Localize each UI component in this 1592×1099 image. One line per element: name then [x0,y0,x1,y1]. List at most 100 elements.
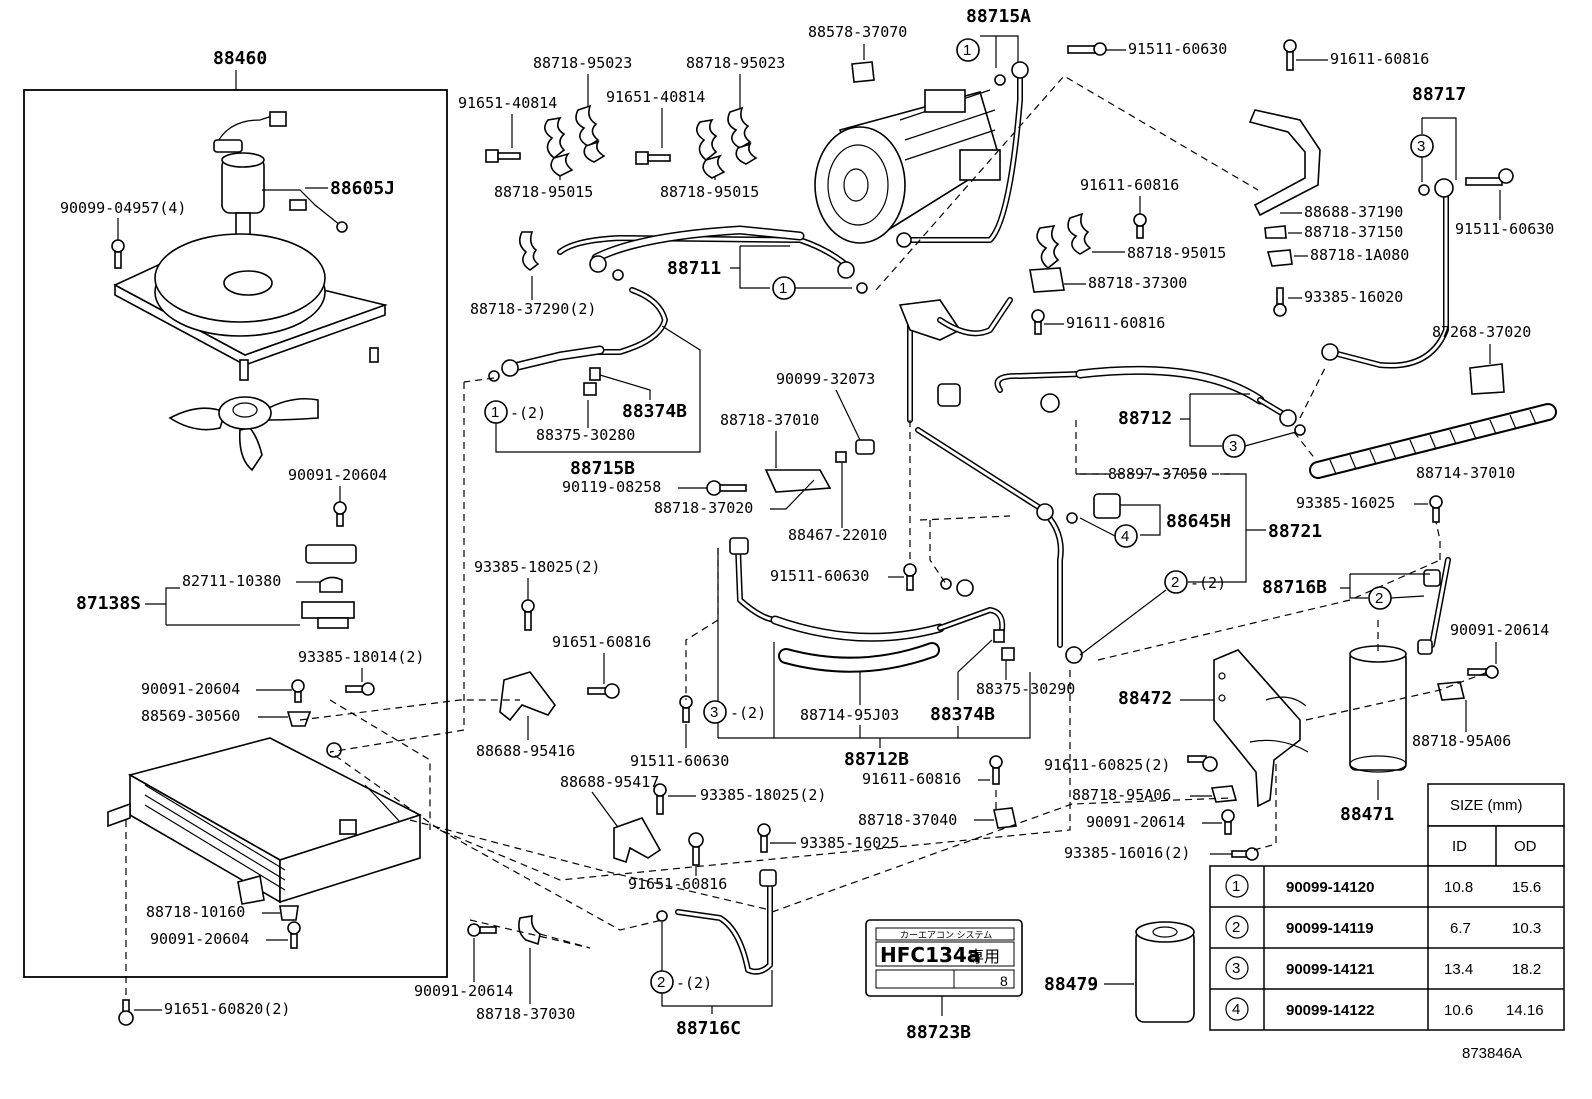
label-91611-60825: 91611-60825(2) [1044,756,1170,774]
label-91651-40814-b: 91651-40814 [606,88,705,106]
label-88716C: 88716C [676,1018,741,1039]
compressor [814,89,1001,244]
svg-text:2: 2 [1232,919,1240,936]
label-88718-95015-a: 88718-95015 [494,183,593,201]
hose-88712B [729,537,1015,661]
label-93385-18014: 93385-18014(2) [298,648,424,666]
receiver-88471 [1349,645,1407,773]
clip-88718-95A06-a [1210,785,1238,803]
fitting-88479 [1135,921,1195,1023]
label-plate-88578 [851,61,875,83]
svg-text:6.7: 6.7 [1450,920,1471,937]
label-91611-60816-c: 91611-60816 [1066,314,1165,332]
label-88718-95A06-a: 88718-95A06 [1072,786,1171,804]
label-88714-37010: 88714-37010 [1416,464,1515,482]
label-91611-60816-d: 91611-60816 [862,770,961,788]
svg-text:専用: 専用 [968,947,1000,966]
label-90091-20614-b: 90091-20614 [1086,813,1185,831]
hose-88712 [994,365,1306,436]
screw-91611-60816-d [989,755,1003,785]
label-88715B: 88715B [570,458,635,479]
bolt-91611-60816-c [1031,309,1045,335]
label-90091-20604-b: 90091-20604 [141,680,240,698]
bolt-93385-18014 [345,682,375,696]
label-91511-60630-b: 91511-60630 [1455,220,1554,238]
label-91511-60630-d: 91511-60630 [630,752,729,770]
svg-text:8: 8 [1000,973,1008,989]
label-88688-95417: 88688-95417 [560,773,659,791]
label-91511-60630-c: 91511-60630 [770,567,869,585]
label-93385-16020: 93385-16020 [1304,288,1403,306]
label-87268-37020: 87268-37020 [1432,323,1531,341]
svg-text:3: 3 [1232,960,1240,977]
svg-text:3: 3 [710,704,718,721]
label-93385-16025-b: 93385-16025 [800,834,899,852]
label-93385-16025-a: 93385-16025 [1296,494,1395,512]
label-91651-60816-b: 91651-60816 [628,875,727,893]
fan-blade [168,396,319,472]
svg-text:90099-14121: 90099-14121 [1286,961,1374,978]
svg-text:14.16: 14.16 [1506,1002,1544,1019]
pipe-88716B [1417,557,1451,655]
screw-93385-16025-a [1429,495,1443,523]
hose-88711 [557,225,868,294]
svg-text:2: 2 [657,974,665,991]
label-88718-95015-b: 88718-95015 [660,183,759,201]
svg-text:1: 1 [1232,878,1240,895]
label-88718-37150: 88718-37150 [1304,223,1403,241]
svg-text:10.3: 10.3 [1512,920,1541,937]
svg-text:13.4: 13.4 [1444,961,1473,978]
label-90091-20614-a: 90091-20614 [1450,621,1549,639]
label-88605J: 88605J [330,178,395,199]
size-table-header-id: ID [1452,838,1467,855]
bolt-91651-60820 [118,999,134,1026]
pipe-88717 [1321,178,1454,369]
label-88712: 88712 [1118,408,1172,429]
label-88721: 88721 [1268,521,1322,542]
bracket-88688-95416 [499,671,556,722]
screw-90091-20604-b [291,679,305,703]
marker-1-c [956,38,980,62]
diagram-id: 873846A [1462,1045,1522,1062]
svg-text:2: 2 [1171,574,1179,591]
label-88688-95416: 88688-95416 [476,742,575,760]
bolt-91611-60816-b [1133,213,1147,239]
pipe-center-vertical [898,297,1013,423]
bolt-91611-60816-a [1283,39,1297,71]
svg-text:HFC134a: HFC134a [880,943,980,967]
marker-2-a [1164,570,1188,594]
screw-90091-20614-a [1467,665,1499,679]
label-88716B: 88716B [1262,577,1327,598]
label-88375-30290: 88375-30290 [976,680,1075,698]
label-88718-37290: 88718-37290(2) [470,300,596,318]
svg-text:3: 3 [1417,138,1425,155]
label-marker-2-qty-c: -(2) [676,974,712,992]
fan-shroud [113,233,388,381]
clip-88718-37030 [518,915,541,946]
label-88467-22010: 88467-22010 [788,526,887,544]
screw-91511-60630-d [679,695,693,723]
label-88714-95J03: 88714-95J03 [800,706,899,724]
label-88718-37020: 88718-37020 [654,499,753,517]
screw-91511-60630-c [903,563,917,591]
size-table-row: 2 90099-14119 6.7 10.3 [1225,915,1541,939]
label-90091-20604-a: 90091-20604 [288,466,387,484]
label-90099-04957: 90099-04957(4) [60,199,186,217]
screw-93385-16025-b [757,823,771,853]
label-93385-18025-b: 93385-18025(2) [700,786,826,804]
label-91651-40814-a: 91651-40814 [458,94,557,112]
suction-pipe-88715A [896,61,1029,248]
label-91651-60816-a: 91651-60816 [552,633,651,651]
label-90119-08258: 90119-08258 [562,478,661,496]
screw-90099-04957 [111,239,125,269]
label-91651-60820: 91651-60820(2) [164,1000,290,1018]
svg-text:1: 1 [963,42,971,59]
clip-88718-95A06-b [1436,681,1466,701]
size-table-title: SIZE (mm) [1450,797,1523,814]
bracket-88472 [1213,649,1309,808]
label-88718-37030: 88718-37030 [476,1005,575,1023]
condenser-core [107,737,423,905]
label-88471: 88471 [1340,804,1394,825]
label-91511-60630-a: 91511-60630 [1128,40,1227,58]
